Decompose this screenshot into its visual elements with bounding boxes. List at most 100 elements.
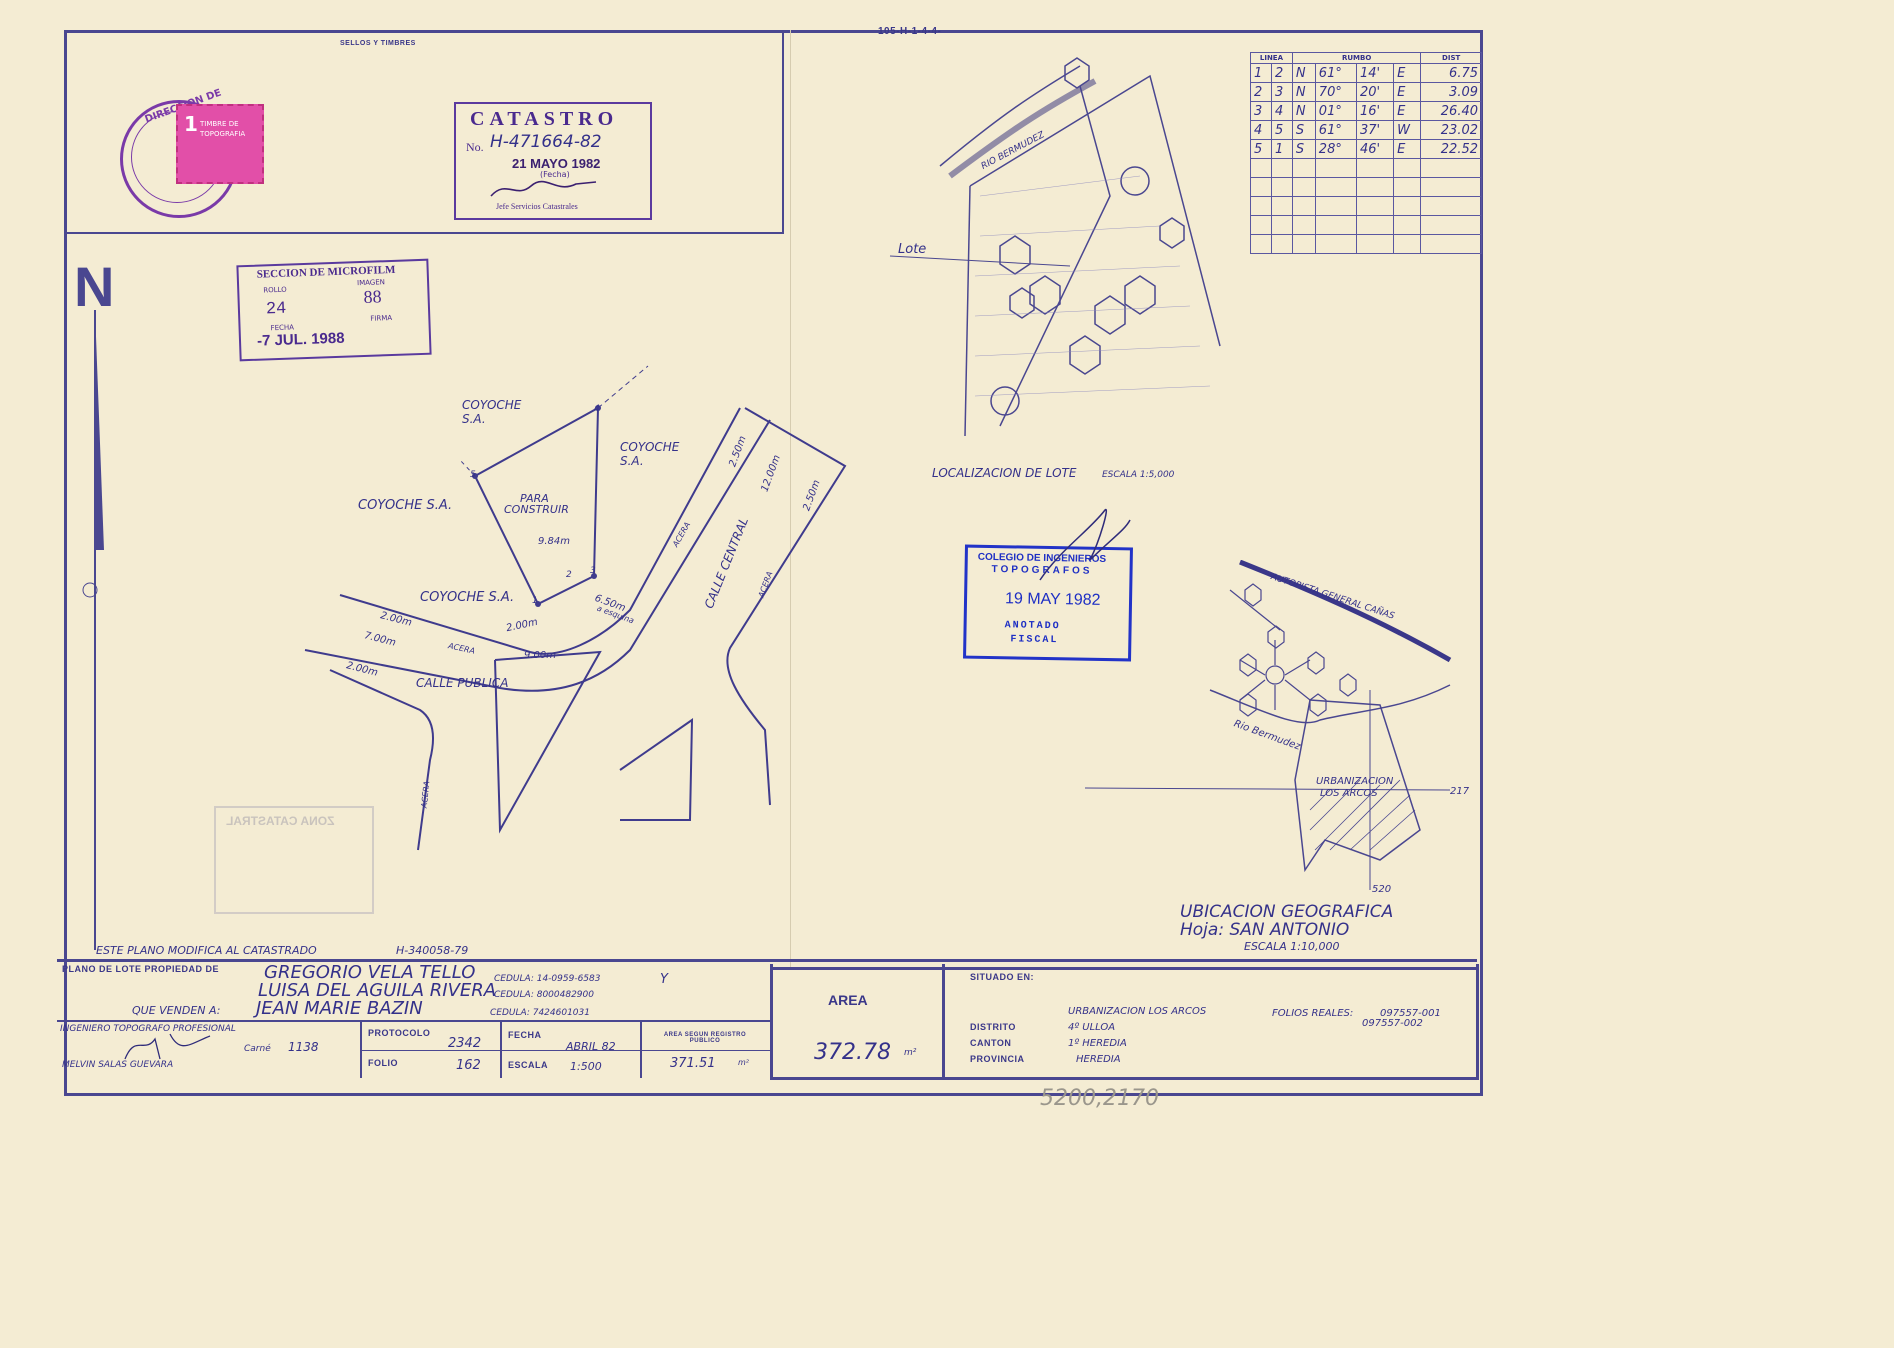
- microfilm-stamp: SECCION DE MICROFILM ROLLO 24 IMAGEN 88 …: [236, 258, 432, 362]
- protocolo-label: PROTOCOLO: [368, 1028, 431, 1038]
- catastro-no-label: No.: [466, 140, 484, 154]
- title-block-inner-top: [770, 967, 1478, 970]
- vertex-1: 1: [532, 596, 538, 606]
- north-letter: N: [74, 255, 115, 318]
- urbanizacion-value: URBANIZACION LOS ARCOS: [1068, 1006, 1207, 1017]
- catastro-signer: Jefe Servicios Catastrales: [496, 202, 578, 211]
- sellos-label: SELLOS Y TIMBRES: [340, 40, 416, 47]
- revenue-line1: TIMBRE DE: [200, 120, 239, 128]
- canton-value: 1º HEREDIA: [1068, 1038, 1127, 1049]
- rumbo-header-linea: LINEA: [1250, 52, 1293, 64]
- folio-real-1: 097557-001: [1380, 1008, 1441, 1019]
- geo-520-label: 520: [1372, 884, 1392, 895]
- plano-label: PLANO DE LOTE PROPIEDAD DE: [62, 964, 220, 974]
- engineer-signature: [124, 1033, 211, 1060]
- provincia-label: PROVINCIA: [970, 1054, 1025, 1064]
- location-scale: ESCALA 1:5,000: [1102, 470, 1175, 480]
- folio-real-2: 097557-002: [1362, 1018, 1423, 1029]
- vertex-3: 3: [590, 566, 596, 576]
- escala-value: 1:500: [570, 1060, 602, 1073]
- owner-left-label: COYOCHE S.A.: [358, 498, 453, 513]
- cedula-2: CEDULA: 8000482900: [494, 990, 594, 1000]
- location-caption: LOCALIZACION DE LOTE: [932, 466, 1077, 480]
- ubicacion-title: UBICACION GEOGRAFICA: [1180, 902, 1394, 922]
- geo-217-label: 217: [1450, 786, 1470, 797]
- canton-label: CANTON: [970, 1038, 1012, 1048]
- fecha-label: FECHA: [508, 1030, 542, 1040]
- calle-publica-label: CALLE PUBLICA: [416, 676, 509, 690]
- engineer-name: MELVIN SALAS GUEVARA: [62, 1060, 174, 1070]
- title-block: [57, 959, 1477, 1093]
- cedula-3: CEDULA: 7424601031: [490, 1008, 590, 1018]
- revenue-stamp: 1 TIMBRE DE TOPOGRAFIA: [176, 104, 264, 184]
- area-registro-unit: m²: [738, 1058, 749, 1067]
- area-registro-value: 371.51: [670, 1056, 716, 1071]
- title-block-div-2: [942, 964, 945, 1080]
- distrito-value: 4º ULLOA: [1068, 1022, 1116, 1033]
- revenue-value: 1: [184, 112, 198, 136]
- carne-number: 1138: [288, 1040, 319, 1054]
- distrito-label: DISTRITO: [970, 1022, 1016, 1032]
- geo-urb-line2: LOS ARCOS: [1320, 788, 1378, 799]
- zona-catastral-title: ZONA CATASTRAL: [226, 814, 335, 828]
- colegio-signature: [1039, 508, 1131, 581]
- vertex-4: 4: [594, 404, 600, 414]
- location-lote-label: Lote: [898, 242, 927, 257]
- cedula-1: CEDULA: 14-0959-6583: [494, 974, 601, 984]
- folios-label: FOLIOS REALES:: [1272, 1008, 1354, 1019]
- title-block-div-3: [1476, 964, 1479, 1080]
- escala-label: ESCALA: [508, 1060, 549, 1070]
- title-block-bottom: [770, 1077, 1478, 1080]
- owner-2: LUISA DEL AGUILA RIVERA: [258, 980, 497, 1001]
- ubicacion-scale: ESCALA 1:10,000: [1244, 940, 1340, 953]
- area-label: AREA: [828, 992, 868, 1008]
- catastro-number: H-471664-82: [490, 132, 602, 152]
- rumbo-header-dist: DIST: [1420, 52, 1482, 64]
- area-registro-label: AREA SEGUN REGISTRO PUBLICO: [663, 1032, 747, 1044]
- modification-note: ESTE PLANO MODIFICA AL CATASTRADO: [96, 944, 317, 957]
- catastro-stamp: CATASTRO No. H-471664-82 21 MAYO 1982 (F…: [454, 102, 652, 220]
- zona-catastral-stamp: ZONA CATASTRAL: [214, 806, 374, 914]
- sellos-box-right: [782, 33, 784, 234]
- owner-bottom-label: COYOCHE S.A.: [420, 590, 515, 605]
- ingeniero-label: INGENIERO TOPOGRAFO PROFESIONAL: [60, 1024, 236, 1034]
- catastro-date: 21 MAYO 1982: [512, 156, 601, 171]
- modification-ref: H-340058-79: [396, 944, 469, 957]
- owner-y: Y: [660, 972, 668, 987]
- vertex-2: 2: [566, 570, 572, 580]
- colegio-line4: FISCAL: [1010, 634, 1059, 647]
- location-map: [889, 57, 1221, 437]
- situado-label: SITUADO EN:: [970, 972, 1034, 982]
- title-block-midline: [360, 1050, 772, 1051]
- north-arrow: [80, 310, 110, 950]
- sheet-code: 105-H-1-4-4-: [878, 26, 942, 37]
- catastro-signature: [486, 174, 606, 202]
- geo-urb-line1: URBANIZACION: [1316, 776, 1394, 787]
- lot-plan-drawing: [304, 365, 847, 851]
- folio-value: 162: [456, 1058, 481, 1073]
- colegio-line3: ANOTADO: [1004, 620, 1061, 633]
- lot-label-construir: CONSTRUIR: [504, 503, 569, 516]
- area-value: 372.78: [814, 1040, 891, 1065]
- revenue-line2: TOPOGRAFIA: [200, 130, 246, 138]
- catastro-title: CATASTRO: [470, 108, 619, 130]
- microfilm-rollo-label: ROLLO: [263, 285, 287, 295]
- owner-top-label: COYOCHE S.A.: [462, 398, 522, 426]
- protocolo-value: 2342: [448, 1036, 482, 1051]
- carne-label: Carné: [244, 1044, 271, 1054]
- geo-map: [1084, 560, 1452, 890]
- area-unit: m²: [904, 1048, 917, 1058]
- microfilm-imagen: 88: [363, 286, 382, 307]
- owner-right-label: COYOCHE S.A.: [620, 440, 680, 468]
- dim-984: 9.84m: [538, 536, 571, 547]
- fold-line: [790, 30, 791, 970]
- dim-900: 9.00m: [524, 650, 557, 661]
- fecha-value: ABRIL 82: [566, 1040, 616, 1053]
- microfilm-firma-label: FIRMA: [370, 313, 393, 323]
- catastro-fecha-label: (Fecha): [540, 170, 570, 179]
